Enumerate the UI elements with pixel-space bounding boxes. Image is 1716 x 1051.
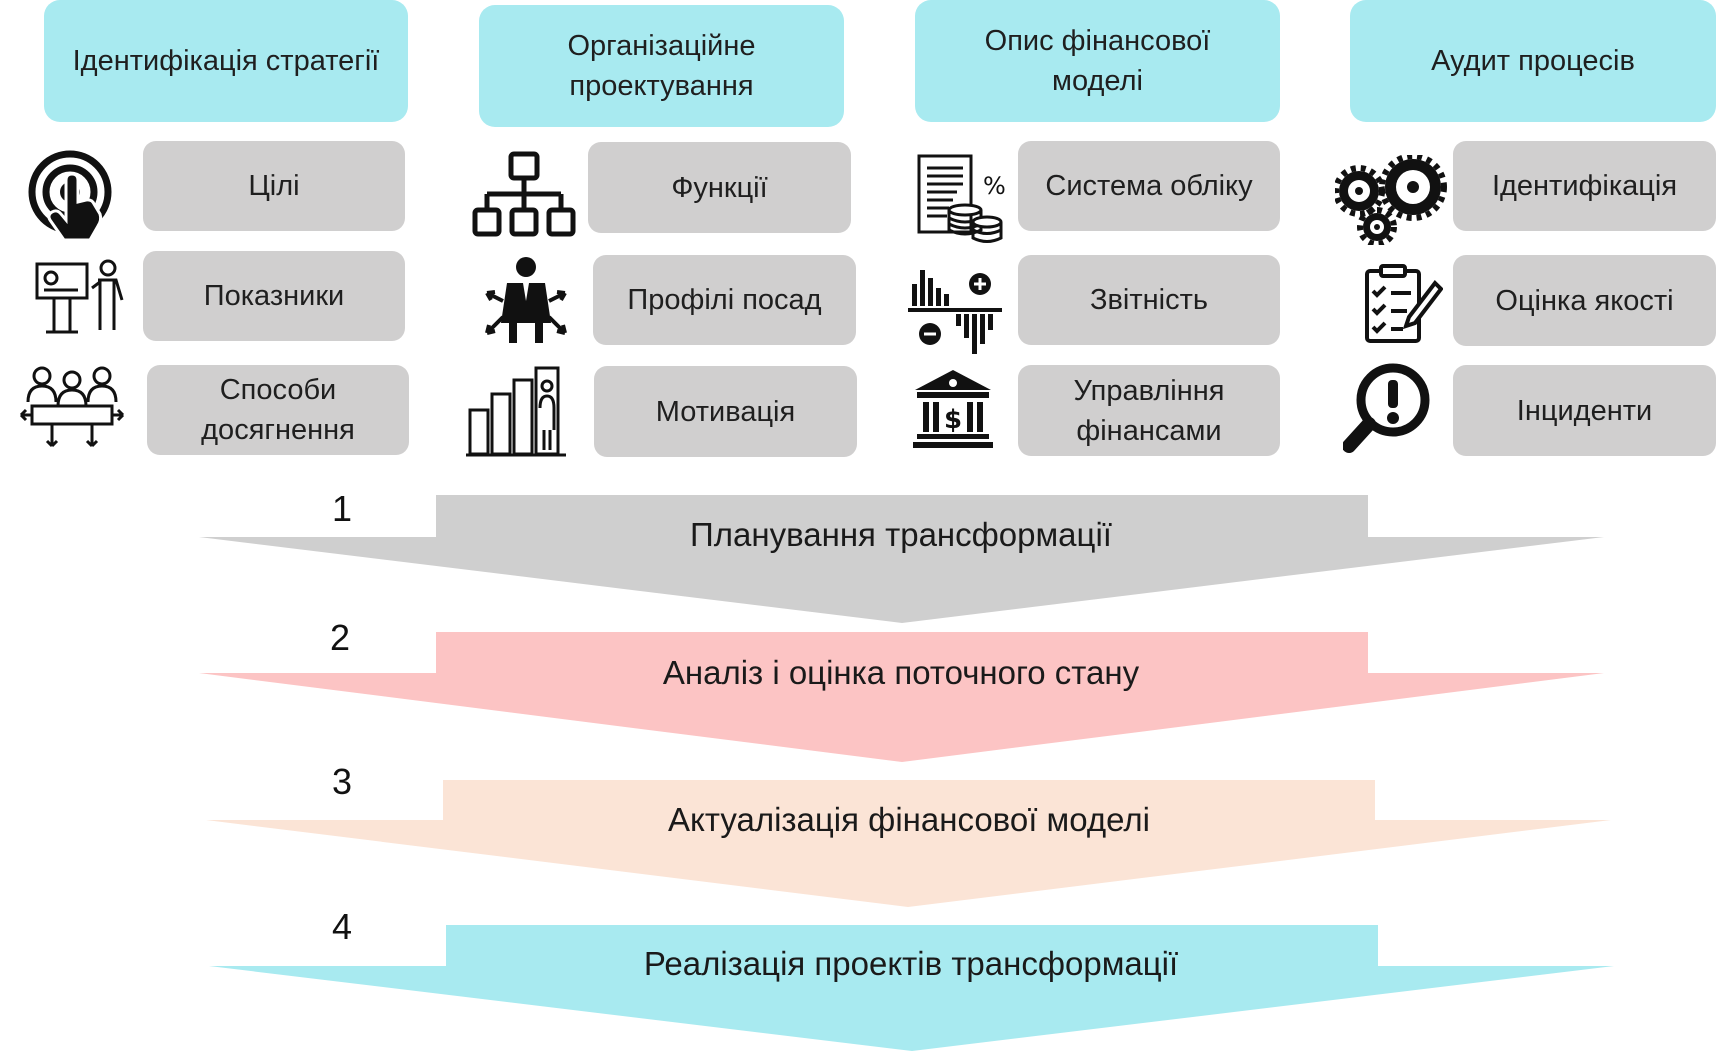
org-chart-icon [471,150,577,240]
item-goals: Цілі [143,141,405,231]
step-2-label: Аналіз і оцінка поточного стану [662,654,1140,691]
item-quality-assessment: Оцінка якості [1453,255,1716,346]
step-4-number: 4 [331,906,353,947]
item-ways-to-achieve: Способи досягнення [147,365,409,455]
svg-text:$: $ [944,405,962,435]
item-accounting-system: Система обліку [1018,141,1280,231]
step-1-label: Планування трансформації [690,516,1112,553]
item-incidents: Інциденти [1453,365,1716,456]
step-1-arrow [199,495,1604,623]
item-indicators: Показники [143,251,405,341]
gears-icon [1335,155,1447,245]
item-job-profiles: Профілі посад [593,255,856,345]
growth-bars-person-icon [466,364,568,458]
bank-icon: $ [911,366,995,450]
column-header-org-design: Організаційне проектування [479,5,844,127]
team-meeting-icon [18,364,126,450]
step-3-arrow [206,780,1611,907]
presentation-icon [34,258,126,336]
column-header-strategy: Ідентифікація стратегії [44,0,408,122]
touch-target-icon [28,150,116,242]
step-4-label: Реалізація проектів трансформації [643,945,1179,982]
plus-minus-bars-icon [908,264,1002,356]
column-header-process-audit: Аудит процесів [1350,0,1716,122]
ledger-coins-icon: % [913,152,1008,244]
magnifier-alert-icon [1343,362,1433,456]
item-financial-management: Управління фінансами [1018,365,1280,456]
step-2-arrow [199,632,1604,762]
step-1-number: 1 [331,488,353,529]
step-3-label: Актуалізація фінансової моделі [668,801,1150,838]
item-identification: Ідентифікація [1453,141,1716,231]
businessman-arrows-icon [483,255,569,350]
step-3-number: 3 [331,761,353,802]
column-header-financial-model: Опис фінансової моделі [915,0,1280,122]
item-motivation: Мотивація [594,366,857,457]
checklist-icon [1363,263,1443,345]
step-2-number: 2 [329,617,351,658]
svg-text:%: % [983,172,1006,200]
item-reporting: Звітність [1018,255,1280,345]
step-4-arrow [209,925,1614,1051]
item-functions: Функції [588,142,851,233]
